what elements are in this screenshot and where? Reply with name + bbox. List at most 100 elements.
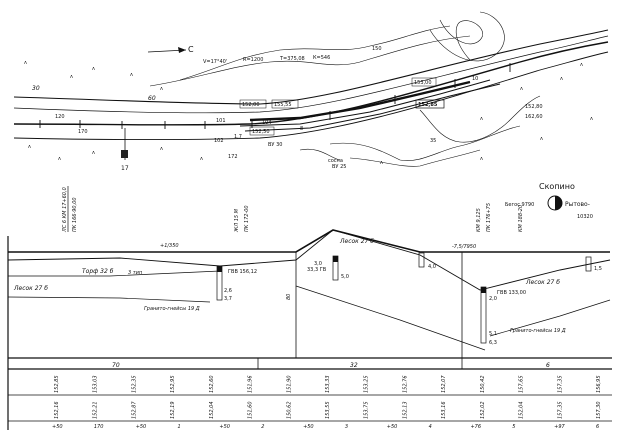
road-line [13, 35, 609, 114]
well-1-label: ГВВ 156,12 [228, 269, 257, 275]
well-2-top: 3,0 [314, 261, 322, 267]
curve-length: К=546 [313, 55, 330, 61]
lower-cell-6: 151,60 [248, 402, 254, 420]
bottom-cell-5: +50 [219, 424, 230, 430]
layer-7: Гранито-гнейсы 19 Д [510, 328, 566, 334]
bottom-cell-11: +76 [470, 424, 481, 430]
vegetation-marks: ᴧᴧᴧ ᴧᴧᴧ ᴧᴧᴧ ᴧᴧᴧ ᴧᴧᴧ ᴧᴧᴧ [24, 60, 593, 166]
plan-label-1-7: 1,7 [234, 134, 242, 140]
upper-cell-15: 156,95 [596, 376, 602, 394]
svg-text:ᴧ: ᴧ [28, 144, 31, 150]
upper-cell-12: 150,42 [480, 376, 486, 394]
svg-text:ᴧ: ᴧ [92, 150, 95, 156]
vmarker-4: ПК 172-00 [244, 205, 250, 232]
bottom-cell-10: 4 [429, 424, 432, 430]
bottom-cell-3: +50 [136, 424, 147, 430]
picket-60: 60 [148, 95, 156, 102]
grade-right: -7,5/7950 [452, 244, 476, 250]
picket-101: 101 [216, 118, 226, 124]
upper-cell-4: 152,95 [170, 376, 176, 394]
upper-cell-11: 152,07 [441, 375, 447, 393]
contour-4 [349, 149, 481, 167]
rock-top-right [489, 299, 611, 337]
vmarker-1: ЛС 6 КМ 17+60,0 [62, 187, 68, 233]
track-line-main [13, 41, 609, 126]
well-1-bottom: 3,7 [224, 296, 232, 302]
well-4: ГВВ 133,00 2,0 5,1 6,3 [480, 286, 526, 346]
lower-cell-12: 152,02 [480, 402, 486, 420]
contour-label: 150 [372, 46, 382, 52]
lower-cell-13: 152,04 [519, 402, 525, 420]
well-4-top: 2,0 [489, 296, 497, 302]
lower-cell-3: 152,87 [131, 401, 137, 419]
well-5-bottom: 1,5 [594, 266, 602, 272]
grade-left: +1/350 [160, 243, 179, 249]
upper-cell-6: 151,96 [248, 376, 254, 394]
lower-cell-15: 157,30 [596, 402, 602, 420]
svg-text:ᴧ: ᴧ [24, 60, 27, 66]
svg-text:ᴧ: ᴧ [58, 156, 61, 162]
bottom-cell-12: 5 [512, 424, 515, 430]
plan-label-8: 8 [300, 126, 303, 132]
picket-102: 102 [214, 138, 224, 144]
station-right-km: 10320 [577, 214, 593, 220]
plan-label-vu30: ВУ 30 [268, 142, 282, 148]
bottom-cell-14: 6 [596, 424, 599, 430]
lower-cell-11: 153,16 [441, 402, 447, 420]
plan-right-label-2: 162,60 [525, 114, 543, 120]
svg-text:ᴧ: ᴧ [70, 74, 73, 80]
curve-radius: R=1200 [243, 57, 263, 63]
well-1-top: 2,6 [224, 288, 232, 294]
plan-right-label-1: 152,80 [525, 104, 543, 110]
station-tracks-3 [244, 83, 501, 132]
plan-right-label-4: 35 [430, 138, 436, 144]
picket-170: 170 [78, 129, 88, 135]
svg-text:ᴧ: ᴧ [200, 156, 203, 162]
picket-ticks [39, 63, 511, 129]
lower-cell-9: 153,75 [364, 402, 370, 420]
svg-text:ᴧ: ᴧ [160, 146, 163, 152]
layer-5: Лесок 27 б [339, 238, 374, 245]
north-arrow [147, 47, 187, 53]
picket-104: 104 [262, 120, 272, 126]
station-box-2 [271, 99, 299, 109]
sand-bottom [7, 296, 211, 303]
contour-2 [179, 25, 451, 81]
lower-cell-10: 152,13 [402, 402, 408, 420]
plan-label-vu25: ВУ 25 [332, 164, 346, 170]
station-block: Скопино Бегос 9790 Рытово- 10320 [505, 182, 593, 220]
well-5: 1,5 [585, 256, 602, 272]
station-box-2-label: 155,55 [274, 102, 292, 108]
station-box-4-label: 153,00 [414, 80, 432, 86]
plan-right-label-3: 10 [472, 76, 478, 82]
peat-bottom [8, 270, 221, 277]
svg-text:ᴧ: ᴧ [480, 156, 483, 162]
lower-cell-8: 153,55 [325, 402, 331, 420]
layer-2: 3 тип [128, 270, 143, 276]
contour-7 [419, 95, 541, 143]
plan-view: С V=17°40' R=1200 T=375,08 К=546 150 101… [13, 11, 609, 172]
vmarker-5: КМ 9,125 [476, 208, 482, 232]
bottom-cell-1: +50 [52, 424, 63, 430]
contour-5 [439, 19, 483, 61]
station-box-1-label: 152,00 [242, 102, 260, 108]
lower-cell-4: 152,19 [170, 402, 176, 420]
lower-cell-2: 152,21 [93, 402, 99, 420]
rock-top [295, 285, 486, 351]
contour-8 [299, 148, 341, 161]
upper-cell-9: 153,25 [364, 376, 370, 394]
bottom-cell-6: 2 [261, 424, 264, 430]
layer-3: Лесок 27 б [13, 285, 48, 292]
vertical-markers: ЛС 6 КМ 17+60,0 ПК 166-90,00 ЖЛ 15 М ПК … [62, 186, 524, 233]
well-1: ГВВ 156,12 2,6 3,7 [216, 265, 257, 302]
contour-6 [429, 11, 505, 62]
station-box-3-label: 152,50 [252, 129, 270, 135]
grade-line [8, 229, 610, 253]
segment-2: 32 [350, 362, 358, 369]
station-box-3 [249, 126, 275, 136]
track-line-bottom [13, 51, 609, 140]
